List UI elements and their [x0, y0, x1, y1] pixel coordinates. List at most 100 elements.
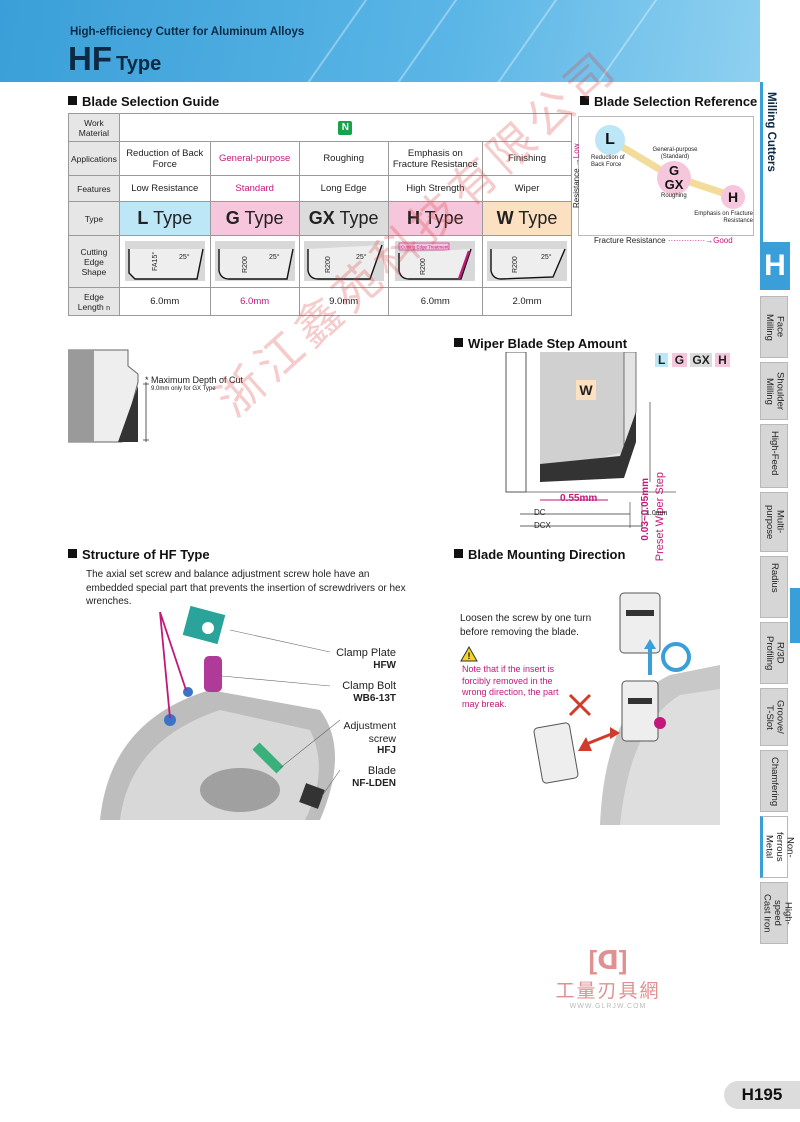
tab-label: Multi-purpose [764, 504, 786, 540]
tab-face-milling[interactable]: Face Milling [760, 296, 788, 358]
row-header-edge-length: Edge Length n [68, 287, 120, 316]
edge-shape-l-diagram: FA15° 25° [124, 240, 205, 281]
tab-shoulder-milling[interactable]: Shoulder Milling [760, 362, 788, 420]
cell-application: Emphasis on Fracture Resistance [387, 141, 483, 176]
wiper-step-diagram [505, 352, 676, 528]
shape-label: R200 [512, 256, 519, 273]
cell-feature: High Strength [387, 175, 483, 202]
row-header-cutting-edge-shape: Cutting Edge Shape [68, 235, 120, 288]
edge-shape-gx-diagram: R200 25° [303, 240, 384, 281]
tab-milling-cutters[interactable]: Milling Cutters [760, 82, 790, 242]
shape-cell-g: R200 25° [209, 235, 300, 288]
cell-application: Finishing [481, 141, 573, 176]
work-material-cell: N [118, 113, 573, 142]
tab-multi-purpose[interactable]: Multi-purpose [760, 492, 788, 552]
mounting-warning: Note that if the insert is forcibly remo… [462, 664, 559, 710]
max-depth-sub: 9.0mm only for GX Type [151, 386, 216, 392]
shape-cell-gx: R200 25° [298, 235, 389, 288]
structure-note: The axial set screw and balance adjustme… [86, 569, 406, 607]
row-header-type: Type [68, 201, 120, 236]
section-structure: Structure of HF Type [68, 547, 210, 562]
blade-mounting-diagram [533, 592, 720, 825]
tab-h-letter[interactable]: H [760, 242, 790, 290]
ref-gx-desc: Roughing [661, 193, 687, 199]
shape-label: R200 [325, 256, 332, 273]
tab-groove-tslot[interactable]: Groove/ T-Slot [760, 688, 788, 746]
cell-edge-length: 6.0mm [209, 287, 300, 316]
tab-main-label: Milling Cutters [765, 92, 777, 172]
shape-label: R200 [242, 256, 249, 273]
treatment-label: Cutting Edge Treatment [401, 244, 449, 249]
title-suffix: Type [116, 53, 162, 75]
page-header: High-efficiency Cutter for Aluminum Allo… [0, 0, 760, 82]
tab-label: High-speed Cast Iron [761, 893, 794, 933]
type-cell-g: G Type [209, 201, 300, 236]
type-cell-w: W Type [481, 201, 573, 236]
shape-label: FA15° [151, 251, 159, 270]
page-number: H195 [724, 1081, 800, 1109]
wiper-offset-label: 1.0mm [646, 510, 668, 517]
ref-g-desc: General-purpose(Standard) [652, 147, 698, 160]
wiper-dcx-label: DCX [534, 521, 551, 530]
row-header-work-material: Work Material [68, 113, 120, 142]
tab-chamfering[interactable]: Chamfering [760, 750, 788, 812]
section-selection-reference: Blade Selection Reference [580, 94, 757, 109]
ref-x-axis: Fracture Resistance ··············→Good [594, 236, 733, 245]
shape-label: R200 [420, 258, 427, 275]
material-n-badge: N [338, 120, 353, 135]
watermark-logo-icon: [ᗡ] [588, 945, 628, 975]
tab-label: Shoulder Milling [764, 371, 786, 411]
wiper-dc-label: DC [534, 508, 546, 517]
ref-h-desc: Emphasis on Fracture Resistance [694, 211, 753, 224]
type-cell-l: L Type [118, 201, 211, 236]
wiper-w-badge: W [576, 380, 596, 400]
tab-label: Non-ferrous Metal [763, 832, 796, 862]
shape-angle: 25° [269, 253, 280, 261]
ref-y-axis: Resistance →Low [572, 143, 581, 209]
blade-selection-table: Work Material N Applications Reduction o… [68, 113, 573, 316]
tab-high-speed-cast-iron[interactable]: High-speed Cast Iron [760, 882, 793, 944]
wiper-type-badges: L G GX H [655, 353, 730, 367]
cell-application: Reduction of Back Force [118, 141, 211, 176]
cell-feature: Low Resistance [118, 175, 211, 202]
svg-text:!: ! [468, 651, 471, 661]
edge-shape-h-diagram: Cutting Edge Treatment R200 [395, 240, 476, 281]
tab-label: R/3D Profiling [764, 635, 786, 671]
tab-radius[interactable]: Radius [760, 556, 788, 618]
ref-l-desc: Reduction of Back Force [591, 155, 625, 168]
shape-angle: 25° [356, 253, 367, 261]
tab-label: Groove/ T-Slot [764, 700, 786, 734]
ref-circle-l: L [595, 125, 625, 155]
section-selection-guide: Blade Selection Guide [68, 94, 219, 109]
cell-application: Roughing [298, 141, 389, 176]
cell-edge-length: 9.0mm [298, 287, 389, 316]
cell-feature: Standard [209, 175, 300, 202]
header-subtitle: High-efficiency Cutter for Aluminum Allo… [70, 26, 305, 38]
tab-r3d-profiling[interactable]: R/3D Profiling [760, 622, 788, 684]
shape-angle: 25° [179, 253, 190, 261]
cell-edge-length: 2.0mm [481, 287, 573, 316]
cell-application: General-purpose [209, 141, 300, 176]
tab-high-feed[interactable]: High-Feed [760, 424, 788, 488]
row-header-applications: Applications [68, 141, 120, 176]
shape-angle: 25° [541, 253, 552, 261]
edge-shape-g-diagram: R200 25° [214, 240, 295, 281]
tab-non-ferrous-metal[interactable]: Non-ferrous Metal [760, 816, 795, 878]
mounting-instruction: Loosen the screw by one turn before remo… [460, 613, 592, 638]
tab-label: High-Feed [769, 431, 781, 476]
selection-reference-chart: L Reduction of Back Force General-purpos… [578, 116, 754, 236]
warning-icon: ! [460, 646, 478, 662]
max-depth-title: * Maximum Depth of Cut [145, 375, 244, 385]
cell-feature: Long Edge [298, 175, 389, 202]
tab-label: Face Milling [764, 313, 786, 341]
watermark-cn: 工量刃具網 [555, 981, 661, 1002]
max-depth-diagram [68, 349, 149, 443]
cell-edge-length: 6.0mm [118, 287, 211, 316]
watermark-url: WWW.GLRJW.COM [569, 1003, 647, 1010]
wiper-width-value: 0.55mm [560, 493, 598, 504]
